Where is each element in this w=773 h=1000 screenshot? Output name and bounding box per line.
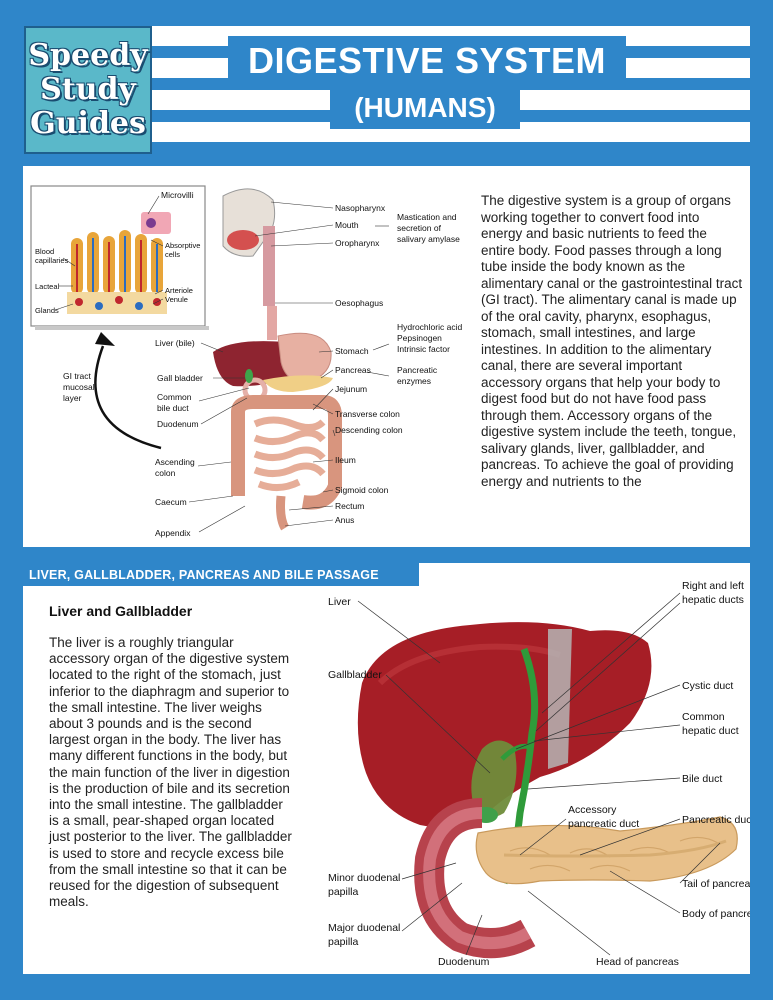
- label-stomach-note-3: Intrinsic factor: [397, 344, 450, 354]
- label-venule: Venule: [165, 295, 188, 304]
- arrow-head-icon: [95, 332, 115, 346]
- label-blood-capillaries-2: capillaries: [35, 256, 69, 265]
- label-ileum: Ileum: [335, 455, 356, 465]
- label-liver: Liver: [328, 596, 351, 608]
- label-caecum: Caecum: [155, 497, 187, 507]
- label-lacteal: Lacteal: [35, 282, 60, 291]
- label-body-of-pancreas: Body of pancreas: [682, 908, 750, 920]
- label-accessory-pancreatic-duct-2: pancreatic duct: [568, 818, 639, 830]
- logo-line: Speedy: [28, 38, 148, 73]
- label-appendix: Appendix: [155, 528, 191, 538]
- liver-pancreas-diagram: Liver Right and left hepatic ducts Gallb…: [328, 580, 750, 968]
- label-duodenum-2: Duodenum: [438, 956, 490, 968]
- page-subtitle-box: (HUMANS): [330, 87, 520, 129]
- label-bile-duct: Bile duct: [682, 773, 722, 785]
- label-major-papilla-2: papilla: [328, 936, 359, 948]
- label-pancreatic-duct: Pancreatic duct: [682, 814, 750, 826]
- label-ascending-colon: Ascending: [155, 457, 195, 467]
- page-title-box: DIGESTIVE SYSTEM: [228, 36, 626, 86]
- label-absorptive-cells: Absorptive: [165, 241, 200, 250]
- label-gall-bladder: Gall bladder: [157, 373, 203, 383]
- label-absorptive-cells-2: cells: [165, 250, 180, 259]
- label-tail-of-pancreas: Tail of pancreas: [682, 878, 750, 890]
- curved-arrow-icon: [94, 345, 162, 450]
- label-oesophagus: Oesophagus: [335, 298, 383, 308]
- digestive-system-panel: Microvilli Absorptive cells Blood capill…: [23, 166, 750, 547]
- label-transverse-colon: Transverse colon: [335, 409, 400, 419]
- page-subtitle: (HUMANS): [354, 92, 496, 123]
- logo-line: Study: [40, 72, 136, 107]
- label-gallbladder: Gallbladder: [328, 669, 382, 681]
- label-pancreas-note: Pancreatic: [397, 365, 438, 375]
- label-ascending-colon-2: colon: [155, 468, 176, 478]
- label-anus: Anus: [335, 515, 354, 525]
- label-mastication-2: secretion of: [397, 223, 442, 233]
- speedy-study-guides-logo: Speedy Study Guides: [24, 26, 152, 154]
- page-title: DIGESTIVE SYSTEM: [247, 40, 607, 81]
- label-common-hepatic-duct-2: hepatic duct: [682, 725, 739, 737]
- section-heading: Liver and Gallbladder: [49, 603, 193, 619]
- label-cystic-duct: Cystic duct: [682, 680, 733, 692]
- label-stomach-note: Hydrochloric acid: [397, 322, 462, 332]
- label-mouth: Mouth: [335, 220, 359, 230]
- label-mastication: Mastication and: [397, 212, 457, 222]
- villi-illustration: [67, 212, 171, 314]
- header-stripe: [150, 122, 750, 142]
- label-sigmoid-colon: Sigmoid colon: [335, 485, 389, 495]
- label-blood-capillaries: Blood: [35, 247, 54, 256]
- label-pancreas-note-2: enzymes: [397, 376, 431, 386]
- digestive-organs-illustration: [213, 188, 342, 531]
- label-stomach-note-2: Pepsinogen: [397, 333, 442, 343]
- liver-illustration: [357, 622, 738, 959]
- liver-gallbladder-panel: LIVER, GALLBLADDER, PANCREAS AND BILE PA…: [23, 563, 750, 974]
- label-common-bile-duct-2: bile duct: [157, 403, 189, 413]
- label-duodenum: Duodenum: [157, 419, 199, 429]
- label-microvilli: Microvilli: [161, 190, 194, 200]
- section-paragraph: The liver is a roughly triangular access…: [49, 635, 292, 910]
- label-oropharynx: Oropharynx: [335, 238, 380, 248]
- label-hepatic-ducts: Right and left: [682, 580, 744, 592]
- label-gi-tract: GI tract: [63, 371, 92, 381]
- label-hepatic-ducts-2: hepatic ducts: [682, 594, 744, 606]
- label-common-bile-duct: Common: [157, 392, 192, 402]
- label-liver-bile: Liver (bile): [155, 338, 195, 348]
- logo-line: Guides: [30, 106, 146, 141]
- section-header: LIVER, GALLBLADDER, PANCREAS AND BILE PA…: [23, 563, 419, 586]
- label-mastication-3: salivary amylase: [397, 234, 460, 244]
- inset-shadow: [35, 326, 209, 330]
- label-stomach: Stomach: [335, 346, 369, 356]
- label-gi-tract-2: mucosal: [63, 382, 95, 392]
- label-gi-tract-3: layer: [63, 393, 82, 403]
- label-nasopharynx: Nasopharynx: [335, 203, 386, 213]
- label-minor-papilla: Minor duodenal: [328, 872, 400, 884]
- label-rectum: Rectum: [335, 501, 364, 511]
- label-jejunum: Jejunum: [335, 384, 367, 394]
- intro-paragraph: The digestive system is a group of organ…: [481, 193, 743, 489]
- digestive-system-diagram: Microvilli Absorptive cells Blood capill…: [30, 185, 462, 538]
- label-common-hepatic-duct: Common: [682, 711, 725, 723]
- label-descending-colon: Descending colon: [335, 425, 403, 435]
- label-glands: Glands: [35, 306, 59, 315]
- label-head-of-pancreas: Head of pancreas: [596, 956, 679, 968]
- label-accessory-pancreatic-duct: Accessory: [568, 804, 617, 816]
- label-major-papilla: Major duodenal: [328, 922, 400, 934]
- label-minor-papilla-2: papilla: [328, 886, 359, 898]
- label-pancreas: Pancreas: [335, 365, 371, 375]
- label-arteriole: Arteriole: [165, 286, 193, 295]
